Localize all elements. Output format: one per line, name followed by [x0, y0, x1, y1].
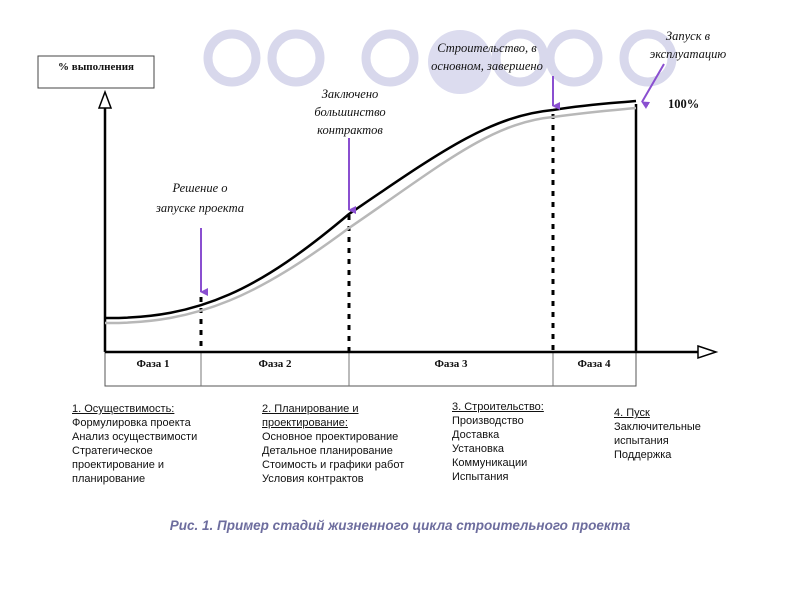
phase-column-heading: 4. Пуск: [614, 407, 650, 419]
decor-circle: [428, 30, 492, 94]
annotation-construction: Строительство, в основном, завершено: [431, 41, 543, 73]
phase-column-item: Заключительные: [614, 421, 701, 433]
decor-circle: [203, 29, 261, 87]
phase-column-item: планирование: [72, 473, 146, 485]
decor-circle: [491, 29, 549, 87]
annotation-contracts-line3: контрактов: [317, 123, 383, 137]
annotation-construction-line2: основном, завершено: [431, 59, 543, 73]
phase-column-3: 3. Строительство: Производство Доставка …: [452, 400, 602, 484]
phase-column-item: Установка: [452, 443, 504, 455]
annotation-decision: Решение о запуске проекта: [155, 181, 244, 215]
phase-column-item: проектирование и: [72, 459, 165, 471]
milestone-arrow-launch: [641, 63, 665, 109]
phase-column-item: Испытания: [452, 471, 509, 483]
phase-column-4: 4. Пуск Заключительные испытания Поддерж…: [614, 406, 764, 462]
phase-column-item: Основное проектирование: [262, 431, 399, 443]
phase-column-item: Условия контрактов: [262, 473, 364, 485]
decor-circle: [619, 29, 677, 87]
annotation-decision-line1: Решение о: [171, 181, 227, 195]
decor-circle: [267, 29, 325, 87]
annotation-launch-line1: Запуск в: [666, 29, 711, 43]
annotation-contracts: Заключено большинство контрактов: [314, 87, 385, 137]
phase-column-item: Производство: [452, 415, 524, 427]
figure-caption: Рис. 1. Пример стадий жизненного цикла с…: [169, 518, 631, 533]
decor-circle: [545, 29, 603, 87]
annotation-contracts-line2: большинство: [314, 105, 385, 119]
x-axis-arrowhead: [697, 344, 719, 360]
phase-column-heading: 2. Планирование и проектирование:: [262, 403, 359, 429]
phase-band: [104, 351, 637, 387]
y-axis-label-box: [37, 55, 155, 89]
complete-label: 100%: [668, 97, 699, 111]
phase-label-4: Фаза 4: [577, 358, 611, 370]
annotation-contracts-line1: Заключено: [322, 87, 379, 101]
phase-label-2: Фаза 2: [258, 358, 292, 370]
phase-column-item: Стоимость и графики работ: [262, 459, 405, 471]
y-axis-label: % выполнения: [58, 61, 134, 73]
annotation-construction-line1: Строительство, в: [437, 41, 537, 55]
annotation-decision-line2: запуске проекта: [155, 201, 244, 215]
phase-column-item: Формулировка проекта: [72, 417, 191, 429]
phase-column-item: Детальное планирование: [262, 445, 393, 457]
phase-column-item: Доставка: [452, 429, 500, 441]
phase-column-2: 2. Планирование и проектирование: Основн…: [262, 402, 444, 486]
phase-column-item: Коммуникации: [452, 457, 528, 469]
phase-column-1: 1. Осуществимость: Формулировка проекта …: [72, 402, 252, 486]
phase-column-heading: 3. Строительство:: [452, 401, 544, 413]
phase-column-item: Стратегическое: [72, 445, 153, 457]
decor-circle: [361, 29, 419, 87]
progress-curve: [104, 99, 637, 320]
annotation-launch: Запуск в эксплуатацию: [650, 29, 727, 61]
phase-column-item: Поддержка: [614, 449, 672, 461]
phase-column-item: испытания: [614, 435, 669, 447]
decorative-circles: [203, 29, 677, 94]
y-axis-arrowhead: [97, 89, 113, 109]
phase-label-3: Фаза 3: [434, 358, 468, 370]
annotation-launch-line2: эксплуатацию: [650, 47, 727, 61]
phase-column-heading: 1. Осуществимость:: [72, 403, 175, 415]
phase-label-1: Фаза 1: [136, 358, 169, 370]
phase-column-item: Анализ осуществимости: [72, 431, 198, 443]
progress-curve-shadow: [104, 106, 637, 325]
